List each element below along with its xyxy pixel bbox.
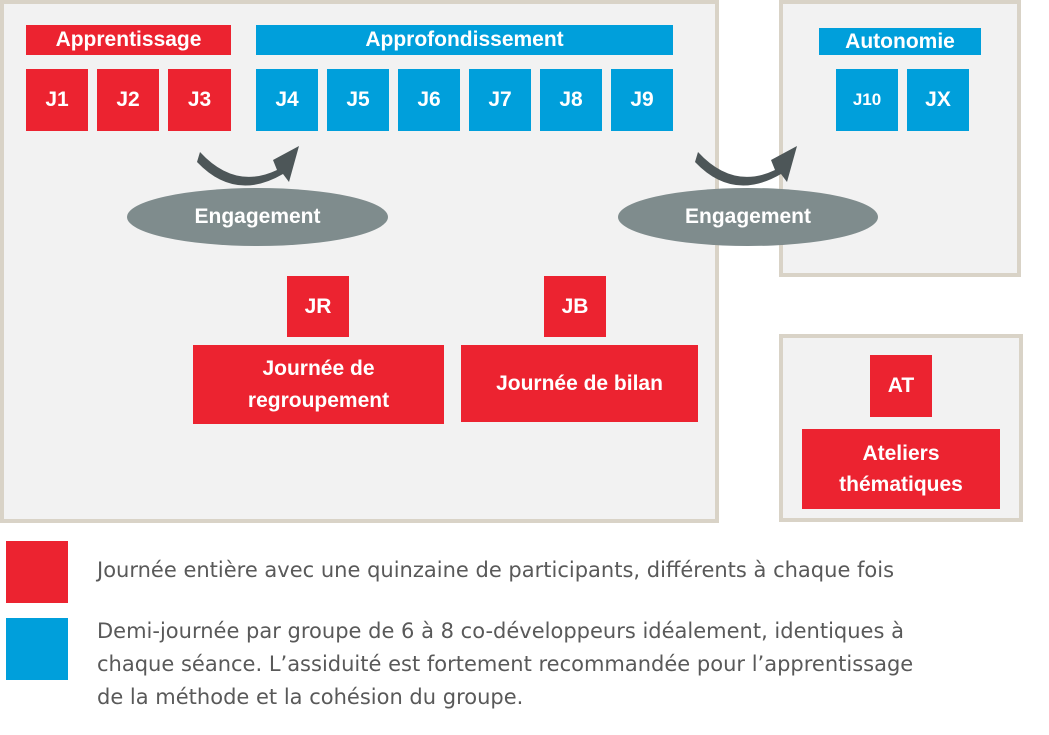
legend-red-text: Journée entière avec une quinzaine de pa… xyxy=(97,558,895,582)
jr-label-line1: Journée de xyxy=(262,357,375,380)
jr-box: JR xyxy=(287,276,349,337)
legend-blue-line3: de la méthode et la cohésion du groupe. xyxy=(97,685,524,709)
day-box: J1 xyxy=(26,69,88,131)
phase-header-autonomie: Autonomie xyxy=(819,28,981,55)
at-label-line1: Ateliers xyxy=(862,441,940,465)
at-label-box: Ateliers thématiques xyxy=(802,429,1000,509)
at-label-line2: thématiques xyxy=(839,473,963,496)
legend-blue-text: Demi-journée par groupe de 6 à 8 co-déve… xyxy=(97,615,913,714)
day-box: J5 xyxy=(327,69,389,131)
curved-arrow-icon xyxy=(197,146,299,186)
jb-box: JB xyxy=(544,276,606,337)
legend-swatch-red xyxy=(6,541,68,603)
day-box: J4 xyxy=(256,69,318,131)
phase-header-apprentissage: Apprentissage xyxy=(26,25,231,55)
legend-blue-line2: chaque séance. L’assiduité est fortement… xyxy=(97,652,914,676)
day-box: J10 xyxy=(836,69,898,131)
phase-header-approfondissement: Approfondissement xyxy=(256,25,673,55)
day-box: J6 xyxy=(398,69,460,131)
day-box: JX xyxy=(907,69,969,131)
engagement-ellipse: Engagement xyxy=(127,188,388,246)
engagement-ellipse: Engagement xyxy=(618,188,878,246)
jr-label-line2: regroupement xyxy=(247,388,390,412)
day-box: J7 xyxy=(469,69,531,131)
day-box: J2 xyxy=(97,69,159,131)
legend-blue-line1: Demi-journée par groupe de 6 à 8 co-déve… xyxy=(97,619,904,643)
day-box: J8 xyxy=(540,69,602,131)
jb-label-box: Journée de bilan xyxy=(461,345,698,422)
at-box: AT xyxy=(870,355,932,417)
jr-label-box: Journée de regroupement xyxy=(193,345,444,424)
day-box: J3 xyxy=(168,69,231,131)
legend-swatch-blue xyxy=(6,618,68,680)
day-box: J9 xyxy=(611,69,673,131)
curved-arrow-icon xyxy=(695,146,797,186)
